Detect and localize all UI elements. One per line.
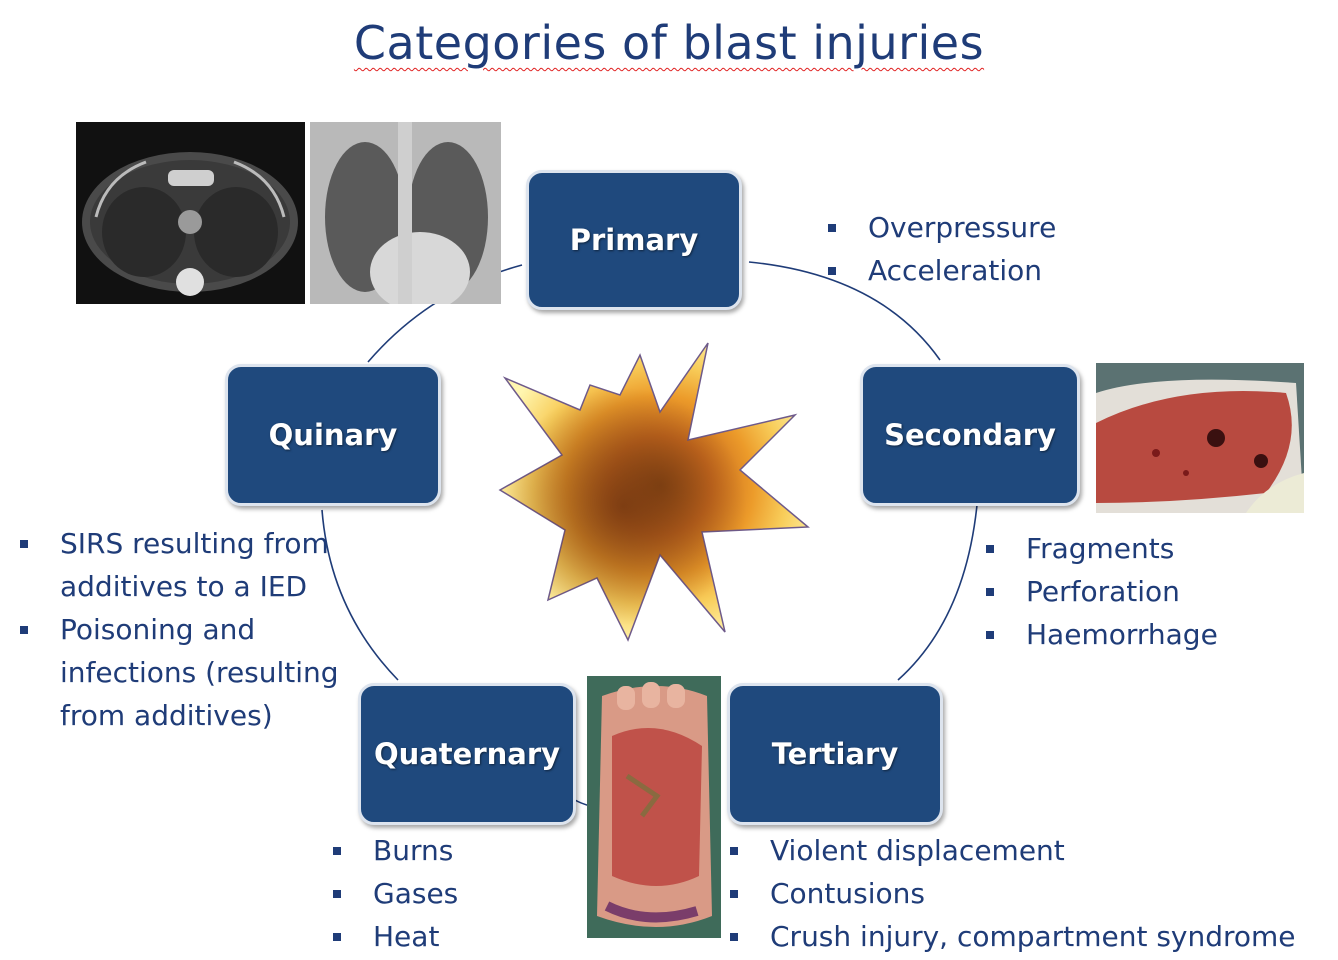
secondary-label: Secondary [884,418,1056,452]
tertiary-label: Tertiary [772,737,898,771]
quinary-box: Quinary [225,364,441,506]
list-item: Poisoning and infections (resulting from… [18,608,348,737]
list-item: Haemorrhage [984,613,1218,656]
list-item: Fragments [984,527,1218,570]
list-item: SIRS resulting from additives to a IED [18,522,348,608]
list-item: Crush injury, compartment syndrome [728,915,1296,958]
secondary-box: Secondary [860,364,1080,506]
quaternary-list: Burns Gases Heat [331,829,458,958]
primary-label: Primary [570,223,699,257]
list-item: Heat [331,915,458,958]
secondary-list: Fragments Perforation Haemorrhage [984,527,1218,656]
quaternary-label: Quaternary [374,737,560,771]
quinary-label: Quinary [269,418,398,452]
tertiary-box: Tertiary [727,683,943,825]
tertiary-list: Violent displacement Contusions Crush in… [728,829,1296,958]
explosion-burst-icon [500,343,808,640]
wounded-limb-image [1096,363,1304,513]
quaternary-box: Quaternary [358,683,576,825]
burned-foot-image [587,676,721,938]
ring-arc-secondary-tertiary [898,505,977,680]
list-item: Contusions [728,872,1296,915]
list-item: Gases [331,872,458,915]
quinary-list: SIRS resulting from additives to a IED P… [18,522,348,737]
ct-scan-image [76,122,305,304]
primary-box: Primary [526,170,742,310]
primary-list: Overpressure Acceleration [826,206,1056,292]
list-item: Burns [331,829,458,872]
chest-xray-image [310,122,501,304]
list-item: Perforation [984,570,1218,613]
list-item: Violent displacement [728,829,1296,872]
list-item: Acceleration [826,249,1056,292]
list-item: Overpressure [826,206,1056,249]
